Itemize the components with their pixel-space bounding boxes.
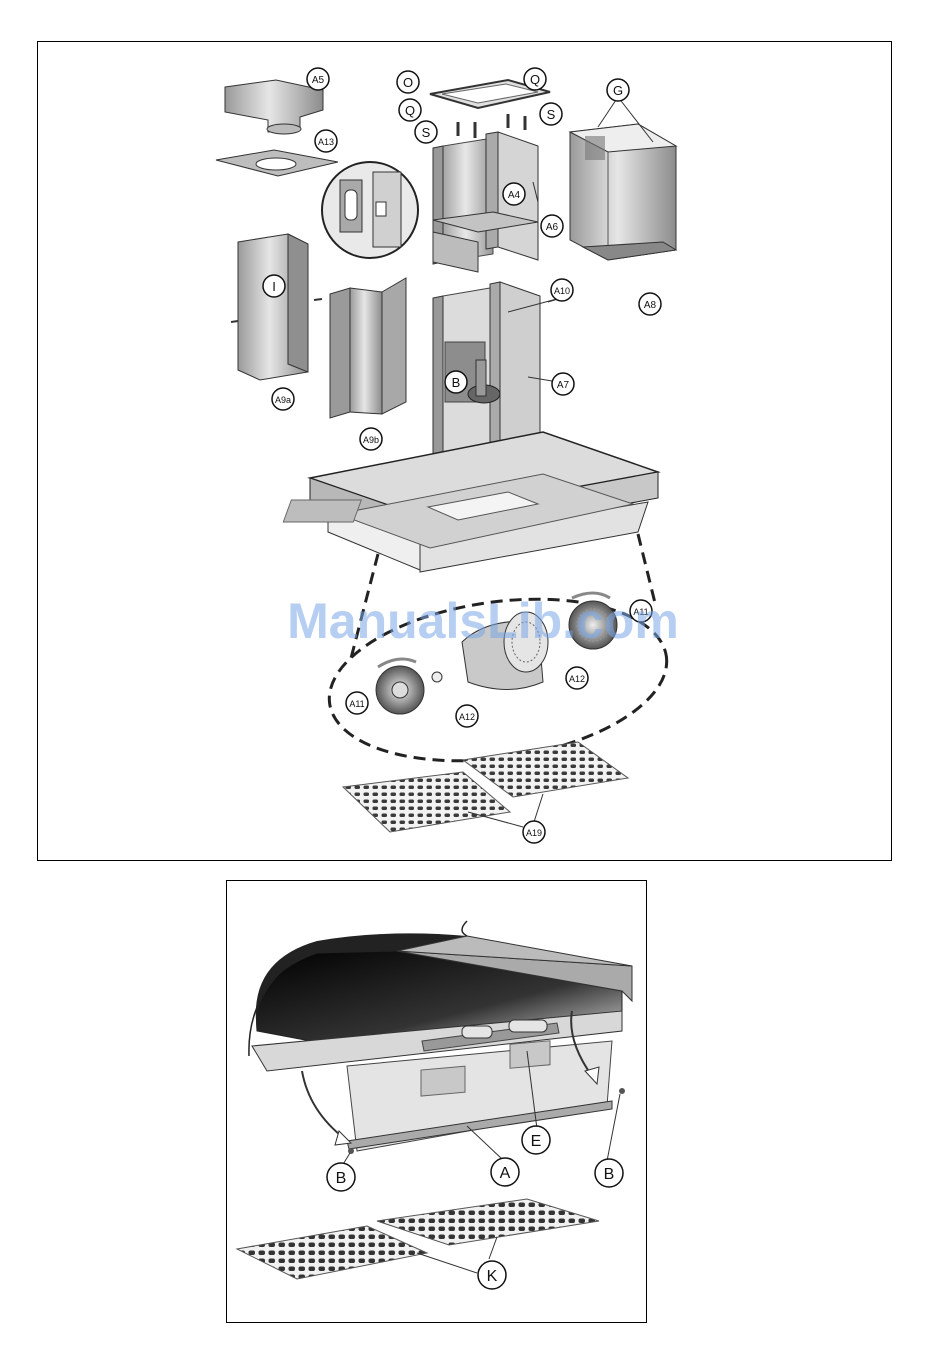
label-a4: A4 [503, 183, 525, 205]
label-a: A [491, 1158, 519, 1186]
label-a12-right: A12 [566, 667, 588, 689]
svg-text:G: G [613, 83, 623, 98]
label-a9a: A9a [272, 388, 294, 410]
svg-text:B: B [336, 1170, 347, 1187]
svg-text:A6: A6 [546, 222, 559, 233]
svg-text:A8: A8 [644, 300, 657, 311]
svg-text:A7: A7 [557, 380, 570, 391]
label-a9b: A9b [360, 428, 382, 450]
svg-text:A12: A12 [459, 712, 475, 722]
svg-text:I: I [272, 279, 276, 294]
upper-chimney-a8 [570, 124, 676, 260]
label-e: E [522, 1126, 550, 1154]
label-b-left: B [327, 1163, 355, 1191]
lower-chimney-panel-a9b [330, 278, 406, 418]
svg-text:A12: A12 [569, 674, 585, 684]
svg-text:A4: A4 [508, 190, 521, 201]
label-a11-left: A11 [346, 692, 368, 714]
label-b-right: B [595, 1159, 623, 1187]
duct-connector-a5 [225, 80, 323, 134]
svg-text:S: S [547, 107, 556, 122]
svg-text:O: O [403, 75, 413, 90]
svg-text:A9b: A9b [363, 435, 379, 445]
watermark: ManualsLib.com [268, 592, 698, 650]
svg-text:A19: A19 [526, 828, 542, 838]
svg-text:A13: A13 [318, 137, 334, 147]
hood-canopy [283, 432, 658, 572]
label-q-left: Q [399, 99, 421, 121]
label-a5: A5 [307, 68, 329, 90]
exploded-view-diagram: A5 A13 O Q Q S S G A4 A6 A8 I A9a A9b A1… [38, 42, 891, 860]
label-q-right: Q [524, 68, 546, 90]
svg-text:B: B [452, 375, 461, 390]
svg-text:E: E [531, 1133, 542, 1150]
svg-text:Q: Q [405, 103, 415, 118]
svg-text:Q: Q [530, 72, 540, 87]
label-k: K [478, 1261, 506, 1289]
filter-removal-diagram: B A E B K [227, 881, 646, 1322]
svg-text:A10: A10 [554, 286, 570, 296]
label-a12-left: A12 [456, 705, 478, 727]
svg-text:B: B [604, 1166, 615, 1183]
label-g: G [607, 79, 629, 101]
label-a6: A6 [541, 215, 563, 237]
label-a19: A19 [523, 821, 545, 843]
detail-magnifier [322, 162, 418, 258]
label-s-left: S [415, 121, 437, 143]
exploded-view-frame: A5 A13 O Q Q S S G A4 A6 A8 I A9a A9b A1… [37, 41, 892, 861]
svg-text:A5: A5 [312, 75, 325, 86]
grease-filters-a19 [343, 742, 628, 832]
filter-removal-frame: B A E B K [226, 880, 647, 1323]
mounting-plate-a13 [216, 150, 338, 176]
label-a10: A10 [551, 279, 573, 301]
svg-text:S: S [422, 125, 431, 140]
label-b-top: B [445, 371, 467, 393]
svg-text:K: K [487, 1268, 498, 1285]
hood-underside [249, 921, 632, 1151]
grease-filters-k [237, 1199, 599, 1279]
label-s-right: S [540, 103, 562, 125]
svg-text:A9a: A9a [275, 395, 291, 405]
label-o: O [397, 71, 419, 93]
label-a7: A7 [552, 373, 574, 395]
label-a8: A8 [639, 293, 661, 315]
label-a13: A13 [315, 130, 337, 152]
svg-text:A11: A11 [349, 699, 364, 709]
lower-chimney-panel-a9a [231, 234, 322, 380]
svg-text:A: A [500, 1165, 511, 1182]
label-i: I [263, 275, 285, 297]
